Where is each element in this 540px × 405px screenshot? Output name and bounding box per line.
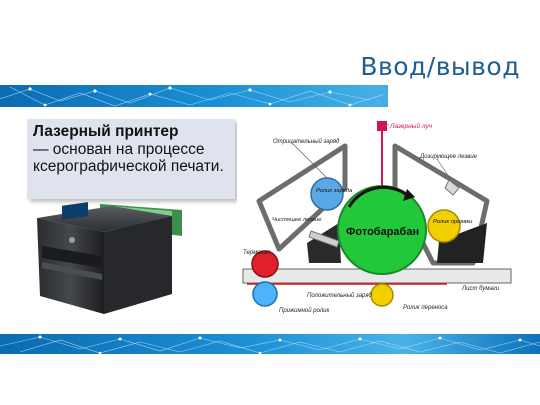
dosing-blade-label: Дозирующее лезвие <box>419 154 478 160</box>
laser-printer-image <box>37 202 182 314</box>
network-pattern <box>0 86 386 107</box>
dosing-blade-shape <box>444 179 460 196</box>
toner-powder <box>437 223 487 263</box>
pressure-roller-circle <box>252 281 278 307</box>
pressure-roller-label: Прижимной ролик <box>279 307 331 314</box>
laser-emitter <box>377 121 387 131</box>
text-box: Лазерный принтер — основан на процессе к… <box>27 119 235 199</box>
header-band-gap <box>388 85 540 107</box>
text-box-body: — основан на процессе ксерографической п… <box>33 141 224 175</box>
charge-roller-label: Ролик заряда <box>316 188 353 194</box>
printer-mechanism-diagram: Лазерный луч Отрицательный заряд Дозирую… <box>237 113 515 318</box>
rotation-arrow <box>347 185 408 208</box>
fuser-label: Термовал <box>243 250 271 256</box>
drum-label: Фотобарабан <box>346 226 419 238</box>
left-hopper <box>256 143 348 252</box>
developer-roller-label: Ролик проявки <box>433 219 473 225</box>
footer-band <box>0 334 540 354</box>
footer-network-pattern <box>0 335 540 354</box>
paper-sheet-label: Лист бумаги <box>461 286 500 292</box>
waste-toner <box>307 223 341 263</box>
rotation-arrowhead <box>403 189 415 201</box>
transfer-roller-circle <box>370 283 394 307</box>
developer-roller-circle <box>427 209 461 243</box>
slide-title: Ввод/вывод <box>360 52 520 81</box>
positive-charge-label: Положительный заряд <box>307 292 373 299</box>
fuser-circle <box>251 250 279 278</box>
charge-roller-circle <box>310 177 344 211</box>
laser-beam-label: Лазерный луч <box>389 122 433 130</box>
negative-charge-label: Отрицательный заряд <box>273 138 340 145</box>
cleaning-blade-label: Чистящее лезвие <box>272 217 322 223</box>
transfer-roller-label: Ролик переноса <box>403 305 448 311</box>
cleaning-blade-shape <box>308 230 340 248</box>
text-box-heading: Лазерный принтер <box>33 123 179 140</box>
